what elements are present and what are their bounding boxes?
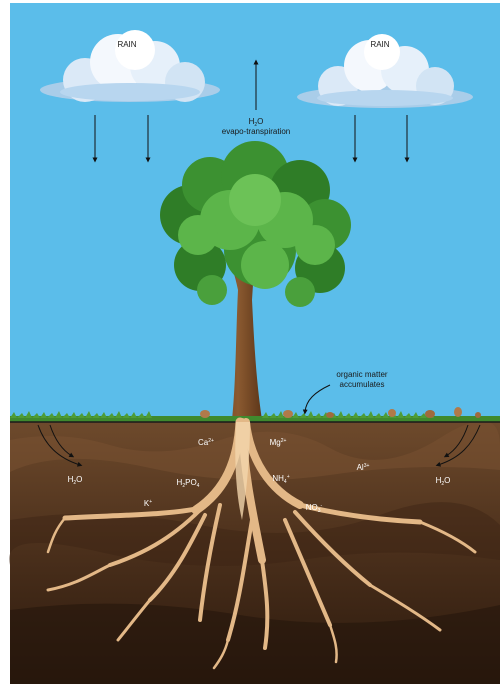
left-rain-label: RAIN: [117, 40, 136, 49]
organic-matter-label: organic matter: [336, 370, 387, 379]
evapo-transpiration-label: evapo-transpiration: [222, 127, 290, 136]
organic-matter-accumulates-label: accumulates: [340, 380, 385, 389]
right-rain-label: RAIN: [370, 40, 389, 49]
